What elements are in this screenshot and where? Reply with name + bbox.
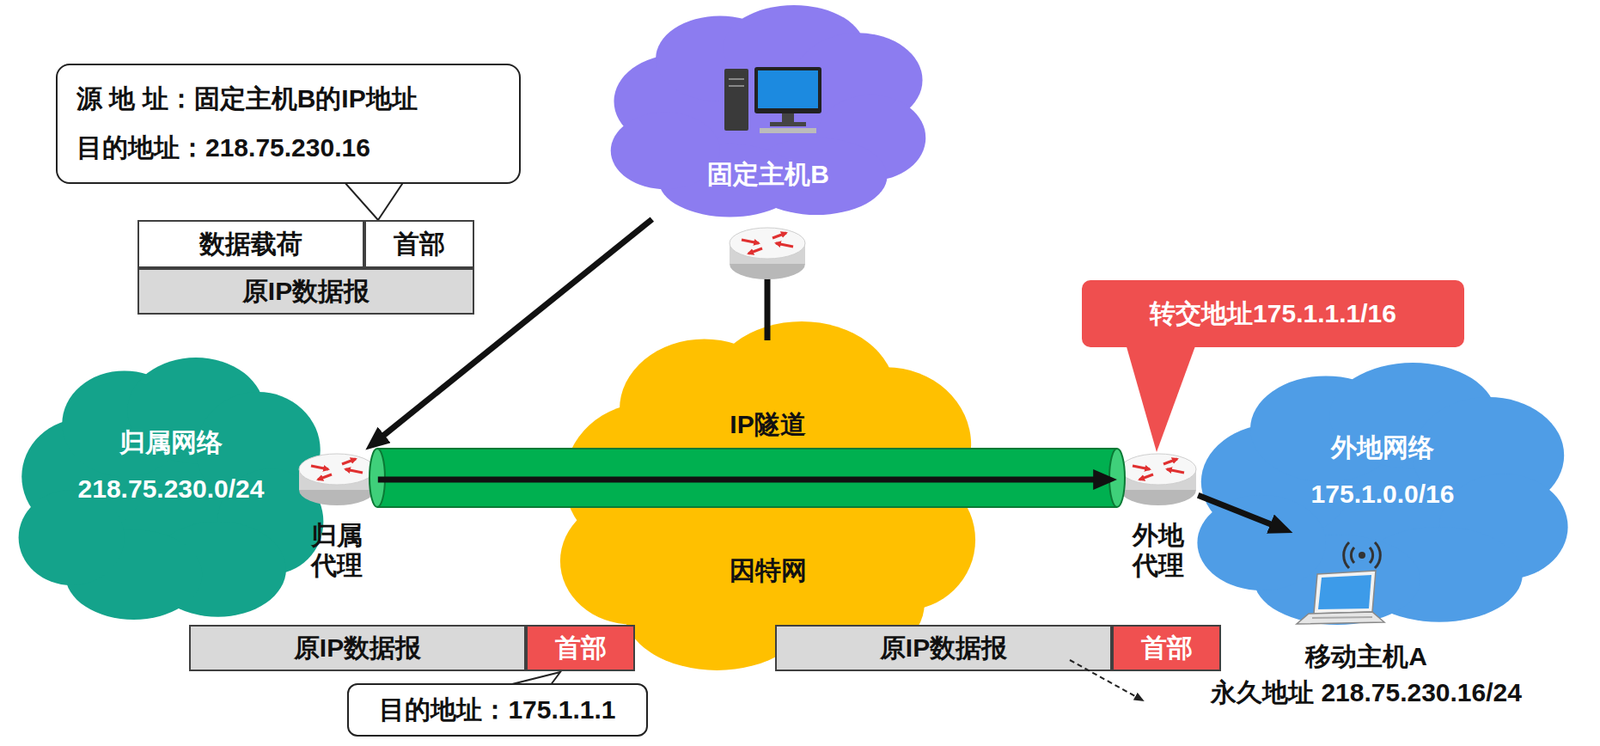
packet-cell: 数据载荷 — [137, 219, 365, 269]
cloud-shape — [555, 321, 980, 674]
callout-box: 目的地址：175.1.1.1 — [347, 683, 648, 737]
node-text: 原IP数据报 — [242, 274, 370, 308]
router-node: 外地代理 — [1118, 450, 1198, 581]
router-icon — [1163, 458, 1178, 465]
tunnel-end — [1109, 448, 1125, 507]
network-cloud: 固定主机B — [607, 5, 929, 220]
node-text: 外地代理 — [1131, 520, 1185, 581]
router-arrow — [748, 248, 763, 254]
router-icon — [1120, 453, 1197, 485]
laptop-icon — [1350, 547, 1355, 563]
laptop-icon — [1313, 570, 1376, 614]
callout-pointer — [1125, 343, 1197, 452]
node-text: 归属代理 — [310, 520, 364, 581]
node-text: 175.1.0.0/16 — [1311, 477, 1455, 511]
packet-cell: 首部 — [525, 624, 636, 672]
laptop-icon — [1318, 574, 1372, 610]
packet-cell: 首部 — [1111, 624, 1222, 672]
network-link — [764, 273, 771, 341]
router-icon — [299, 453, 375, 485]
computer-screen — [757, 70, 819, 109]
tunnel-edge — [377, 506, 1118, 508]
connector-layer — [378, 219, 1272, 525]
router-icon — [1139, 474, 1154, 480]
router-icon — [729, 227, 806, 280]
router-icon — [1132, 465, 1150, 470]
cloud-shape — [1196, 494, 1326, 591]
node-text: 移动主机A — [1305, 640, 1428, 673]
cloud-shape — [610, 112, 721, 190]
router-arrow — [741, 239, 759, 244]
node-text: IP隧道 — [729, 408, 806, 441]
computer-tower — [728, 85, 745, 87]
router-icon — [1166, 469, 1185, 473]
network-cloud: IP隧道因特网 — [555, 321, 980, 674]
packet-cell: 原IP数据报 — [189, 624, 526, 672]
laptop-icon — [1343, 542, 1350, 568]
router-icon — [345, 469, 363, 473]
network-cloud: 外地网络 175.1.0.0/16 — [1193, 362, 1572, 628]
node-text: 首部 — [1141, 631, 1193, 665]
tunnel-body — [377, 448, 1118, 507]
callout-box: 转交地址175.1.1.1/16 — [1081, 280, 1465, 348]
router-icon — [297, 450, 377, 509]
computer-tower — [724, 68, 749, 131]
router-arrow — [772, 232, 787, 239]
node-text: 转交地址175.1.1.1/16 — [1149, 297, 1397, 330]
laptop-icon — [1358, 551, 1366, 559]
node-text: 永久地址 218.75.230.16/24 — [1210, 676, 1522, 709]
laptop-icon — [1296, 611, 1385, 624]
tunnel-edge — [377, 447, 1118, 450]
node-text: 源 地 址：固定主机B的IP地址 — [76, 82, 501, 116]
computer-monitor — [754, 67, 822, 114]
mobile-host: 移动主机A永久地址 218.75.230.16/24 — [1177, 532, 1556, 709]
node-text: 外地网络 — [1331, 431, 1435, 465]
packet-cell: 原IP数据报 — [775, 624, 1112, 672]
node-text: 首部 — [555, 631, 607, 665]
laptop-icon — [1312, 616, 1373, 618]
router-icon — [317, 474, 332, 480]
callout-box: 源 地 址：固定主机B的IP地址目的地址：218.75.230.16 — [55, 63, 521, 184]
network-cloud: 归属网络 218.75.230.0/24 — [15, 357, 327, 623]
node-text: 固定主机B — [707, 158, 830, 191]
packet-cell: 原IP数据报 — [137, 268, 475, 315]
node-text: 原IP数据报 — [879, 631, 1008, 665]
node-text: 数据载荷 — [199, 227, 303, 261]
computer-stand — [781, 113, 794, 123]
packet-cell: 首部 — [364, 219, 475, 269]
node-text: 因特网 — [729, 554, 807, 587]
router-icon — [1118, 450, 1198, 509]
tunnel-end — [369, 448, 385, 507]
computer-tower — [728, 78, 745, 80]
arrow-connector — [1197, 494, 1272, 525]
computer-keyboard — [759, 128, 817, 134]
laptop-icon — [1293, 532, 1388, 628]
laptop-icon — [1374, 542, 1381, 568]
router-node: 归属代理 — [297, 450, 377, 581]
laptop-icon — [1369, 547, 1374, 563]
dashed-pointer — [1069, 659, 1143, 701]
node-text: 原IP数据报 — [293, 631, 422, 665]
node-text: 目的地址：218.75.230.16 — [76, 131, 501, 165]
callout-pointer — [343, 181, 404, 220]
node-text: 归属网络 — [119, 426, 223, 459]
router-icon — [729, 243, 806, 264]
router-arrow — [775, 243, 794, 247]
ip-tunnel — [369, 448, 1125, 507]
cloud-shape — [18, 489, 125, 586]
cloud-shape — [560, 497, 705, 625]
node-text: 目的地址：175.1.1.1 — [378, 693, 616, 727]
arrow-connector — [383, 219, 653, 436]
computer-icon — [724, 67, 822, 134]
router-icon — [729, 248, 806, 280]
router-icon — [311, 465, 329, 470]
computer-stand — [769, 122, 807, 127]
arrow-connector — [378, 476, 1095, 483]
router-icon — [729, 227, 806, 259]
router-icon — [341, 458, 356, 465]
node-text: 218.75.230.0/24 — [78, 472, 265, 506]
node-text: 首部 — [393, 227, 446, 261]
